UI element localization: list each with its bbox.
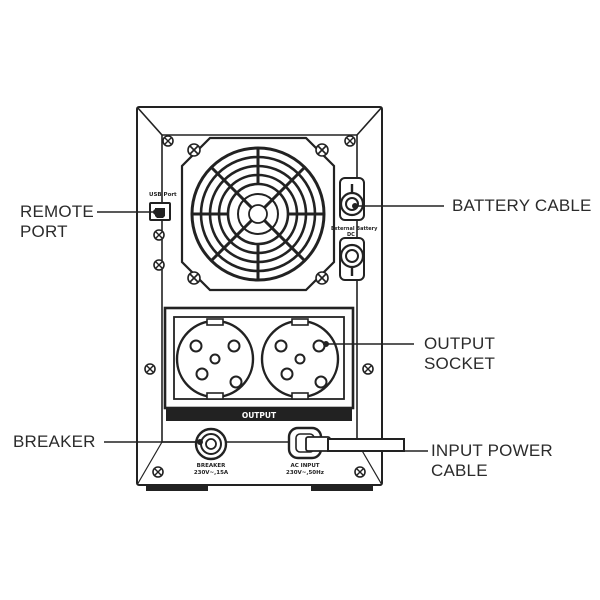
remote-port-label-line-1: REMOTE xyxy=(20,202,94,221)
battery-connector-caption: External Battery xyxy=(331,226,378,232)
leader-lines xyxy=(97,203,444,452)
battery-connector-top xyxy=(339,177,365,221)
remote-port-label-line-2: PORT xyxy=(20,222,68,241)
breaker-label: BREAKER xyxy=(13,432,96,452)
screw-icon xyxy=(144,363,156,375)
screw-icon xyxy=(152,466,164,478)
battery-connector-caption-2: DC xyxy=(347,232,355,238)
remote-port: USB Port xyxy=(149,192,177,271)
input-power-cable-label: INPUT POWER CABLE xyxy=(431,441,553,481)
screw-icon xyxy=(153,229,165,241)
breaker-rating: 230V~,15A xyxy=(194,470,229,476)
output-socket-panel: OUTPUT xyxy=(163,306,355,421)
screw-icon xyxy=(315,271,329,285)
cooling-fan xyxy=(180,136,336,292)
screw-icon xyxy=(153,259,165,271)
ac-input: AC INPUT 230V~,50Hz xyxy=(286,426,324,476)
screw-icon xyxy=(362,363,374,375)
usb-port-caption: USB Port xyxy=(149,192,177,198)
breaker: BREAKER 230V~,15A xyxy=(194,427,229,476)
input-power-cable-label-line-2: CABLE xyxy=(431,461,488,480)
output-caption: OUTPUT xyxy=(242,411,277,420)
ac-input-caption: AC INPUT xyxy=(290,463,319,469)
output-socket-left xyxy=(175,318,255,400)
battery-cable-label: BATTERY CABLE xyxy=(452,196,592,216)
output-socket-label-line-2: SOCKET xyxy=(424,354,496,373)
screw-icon xyxy=(187,271,201,285)
ac-input-rating: 230V~,50Hz xyxy=(286,470,324,476)
screw-icon xyxy=(354,466,366,478)
panel-screws xyxy=(144,135,374,478)
battery-connector-bottom xyxy=(339,237,365,281)
screw-icon xyxy=(344,135,356,147)
screw-icon xyxy=(315,143,329,157)
output-socket-right xyxy=(260,318,340,400)
output-socket-label-line-1: OUTPUT xyxy=(424,334,496,353)
breaker-label-line-1: BREAKER xyxy=(13,432,96,451)
breaker-caption: BREAKER xyxy=(197,463,226,469)
output-socket-label: OUTPUT SOCKET xyxy=(424,334,495,374)
screw-icon xyxy=(162,135,174,147)
input-power-cable xyxy=(305,436,405,452)
battery-cable-label-line-1: BATTERY CABLE xyxy=(452,196,592,215)
input-power-cable-label-line-1: INPUT POWER xyxy=(431,441,553,460)
battery-connectors: External Battery DC xyxy=(331,177,378,281)
screw-icon xyxy=(187,143,201,157)
remote-port-label: REMOTE PORT xyxy=(20,202,94,242)
